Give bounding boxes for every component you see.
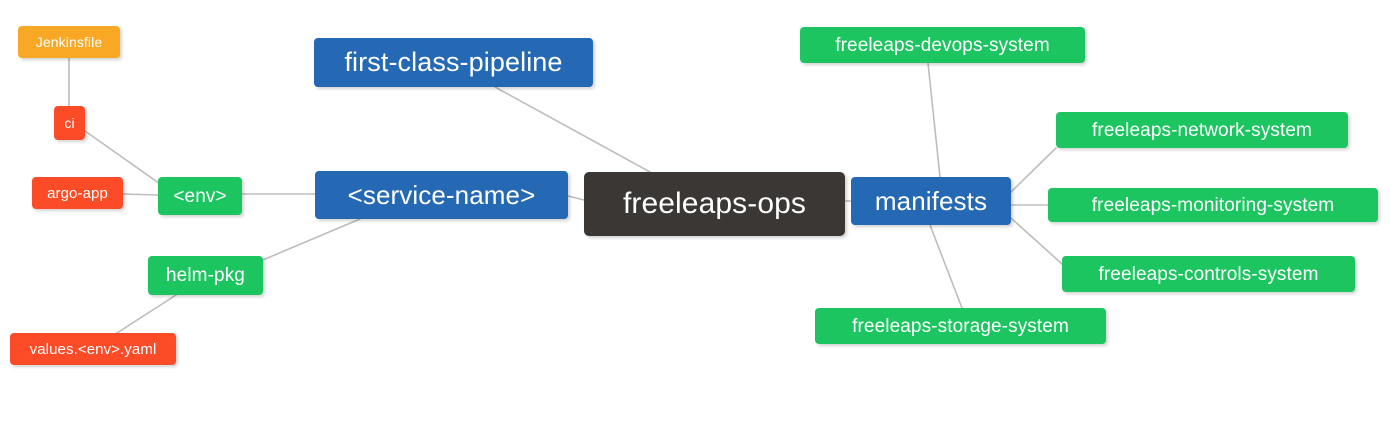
- node-env[interactable]: <env>: [158, 177, 242, 215]
- node-freeleaps-network-system[interactable]: freeleaps-network-system: [1056, 112, 1348, 148]
- node-first-class-pipeline[interactable]: first-class-pipeline: [314, 38, 593, 87]
- edge-helmpkg-values: [116, 294, 177, 334]
- edge-manifests-controls: [1010, 217, 1063, 265]
- node-freeleaps-devops-system[interactable]: freeleaps-devops-system: [800, 27, 1085, 63]
- edge-manifests-devops: [927, 62, 941, 178]
- edge-pipeline-ops: [494, 86, 651, 173]
- node-freeleaps-ops[interactable]: freeleaps-ops: [584, 172, 845, 236]
- node-manifests[interactable]: manifests: [851, 177, 1011, 225]
- node-service-name[interactable]: <service-name>: [315, 171, 568, 219]
- node-jenkinsfile[interactable]: Jenkinsfile: [18, 26, 120, 58]
- node-values-env-yaml[interactable]: values.<env>.yaml: [10, 333, 176, 365]
- edge-servicename-ops: [567, 195, 585, 201]
- node-freeleaps-controls-system[interactable]: freeleaps-controls-system: [1062, 256, 1355, 292]
- node-ci[interactable]: ci: [54, 106, 85, 140]
- edge-manifests-storage: [929, 224, 963, 309]
- node-freeleaps-storage-system[interactable]: freeleaps-storage-system: [815, 308, 1106, 344]
- edge-argoapp-env: [122, 193, 159, 196]
- edge-servicename-helmpkg: [257, 218, 361, 263]
- node-argo-app[interactable]: argo-app: [32, 177, 123, 209]
- node-helm-pkg[interactable]: helm-pkg: [148, 256, 263, 295]
- edge-manifests-network: [1010, 147, 1057, 193]
- node-freeleaps-monitoring-system[interactable]: freeleaps-monitoring-system: [1048, 188, 1378, 222]
